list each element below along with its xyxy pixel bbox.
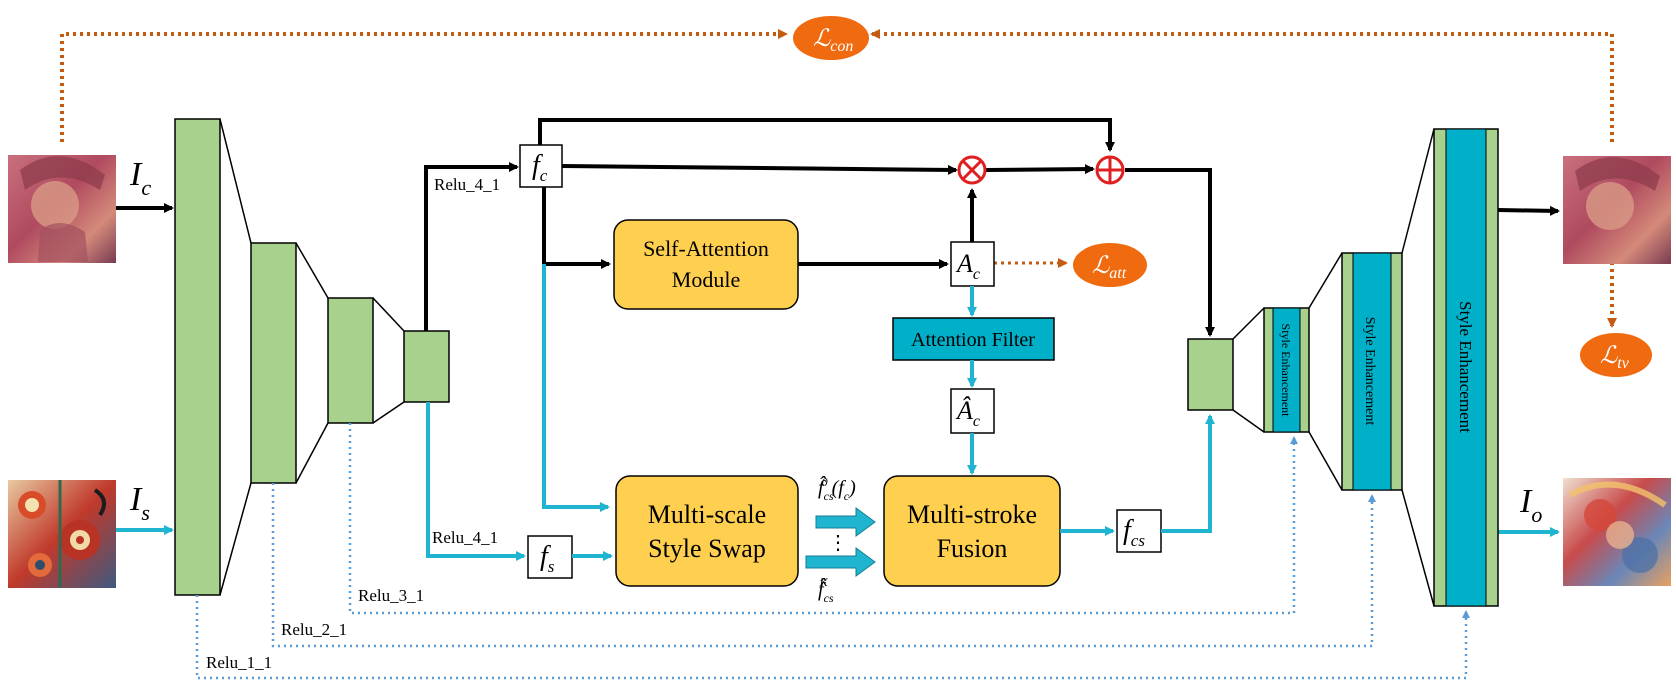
content-loss-links <box>60 29 1617 328</box>
stroke-fusion-module: Multi-stroke Fusion <box>883 475 1061 587</box>
layer-label-relu31: Relu_3_1 <box>358 586 424 605</box>
content-feature-arrow <box>424 162 519 331</box>
style-input-label: Is <box>129 481 150 525</box>
svg-text:ℒatt: ℒatt <box>1092 253 1127 282</box>
style-swap-module: Multi-scale Style Swap <box>615 475 799 587</box>
svg-text:Module: Module <box>672 267 740 292</box>
fcs-box: fcs <box>1116 509 1162 553</box>
fc-box: fc <box>519 144 563 188</box>
svg-text:Multi-scale: Multi-scale <box>648 500 766 529</box>
self-attention-module: Self-Attention Module <box>613 219 799 310</box>
svg-text:ℒcon: ℒcon <box>813 26 853 55</box>
content-input-label: Ic <box>129 156 151 200</box>
output-image-top <box>1563 156 1671 264</box>
swap-output-bottom-label: f̂csK <box>818 575 834 605</box>
svg-text:Style Swap: Style Swap <box>648 534 766 563</box>
content-flow-lines <box>538 118 1215 337</box>
swap-output-top-label: f̂cs0(fc) <box>818 475 856 503</box>
fs-box: fs <box>527 535 573 579</box>
ac-box: Ac <box>950 241 995 287</box>
svg-text:Fusion: Fusion <box>937 534 1008 563</box>
swap-output-dots: ⋮ <box>828 532 848 554</box>
style-enhancement-label-small: Style Enhancement <box>1279 324 1293 418</box>
svg-text:Ac: Ac <box>955 249 980 283</box>
multiply-operator <box>957 155 987 185</box>
encoder <box>174 118 450 596</box>
style-enhancement-label-medium: Style Enhancement <box>1362 317 1377 426</box>
svg-text:Âc: Âc <box>955 396 980 430</box>
add-operator <box>1095 155 1125 185</box>
svg-text:Multi-stroke: Multi-stroke <box>907 500 1037 529</box>
style-flow-lines <box>542 264 1560 561</box>
content-image <box>8 155 116 263</box>
style-feature-arrow <box>426 402 526 561</box>
svg-text:ℒtv: ℒtv <box>1600 343 1630 372</box>
swap-output-arrows <box>805 507 876 577</box>
svg-text:fcs: fcs <box>1123 515 1145 550</box>
svg-text:fc: fc <box>532 150 548 185</box>
style-image <box>8 480 116 588</box>
loss-att: ℒatt <box>1073 243 1147 287</box>
svg-text:Self-Attention: Self-Attention <box>643 236 769 261</box>
loss-tv: ℒtv <box>1580 333 1652 377</box>
layer-label-relu41-top: Relu_4_1 <box>434 175 500 194</box>
skip-connections <box>195 423 1470 680</box>
layer-label-relu11: Relu_1_1 <box>206 653 272 672</box>
loss-con: ℒcon <box>793 16 869 60</box>
decoder <box>1187 128 1499 607</box>
attention-filter: Attention Filter <box>892 317 1055 361</box>
layer-label-relu21: Relu_2_1 <box>281 620 347 639</box>
reconstruction-output-arrow <box>1497 205 1560 216</box>
output-label: Io <box>1519 483 1542 527</box>
layer-label-relu41-bottom: Relu_4_1 <box>432 528 498 547</box>
stylized-output-image <box>1563 478 1671 586</box>
style-enhancement-label-large: Style Enhancement <box>1456 301 1475 433</box>
ac-hat-box: Âc <box>950 388 995 434</box>
svg-text:fs: fs <box>540 541 555 576</box>
svg-text:Attention Filter: Attention Filter <box>911 329 1035 351</box>
